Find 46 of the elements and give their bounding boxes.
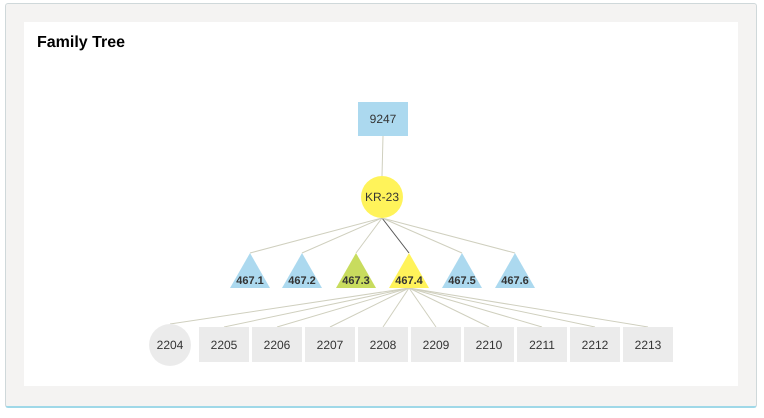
node-label: 2205 xyxy=(210,338,238,352)
node-label: 2206 xyxy=(264,338,290,352)
connector-line xyxy=(356,218,382,254)
node-label: 2213 xyxy=(634,338,662,352)
node-label: 2209 xyxy=(422,338,450,352)
node-label: 467.6 xyxy=(501,275,529,287)
connector-line xyxy=(330,288,410,328)
connector-line xyxy=(408,288,490,328)
node-box xyxy=(305,327,355,362)
connector-line xyxy=(382,136,384,176)
node-triangle xyxy=(495,253,535,288)
node-label: 2204 xyxy=(156,338,184,352)
node-label: 2208 xyxy=(370,338,396,352)
node-box xyxy=(570,327,620,362)
node-box xyxy=(623,327,673,362)
node-triangle xyxy=(442,253,482,288)
node-label: 2210 xyxy=(476,338,502,352)
connector-line xyxy=(382,288,410,328)
node-box xyxy=(252,327,302,362)
node-triangle xyxy=(336,253,376,288)
node-box xyxy=(517,327,567,362)
connector-line xyxy=(382,218,410,254)
connector-line xyxy=(408,288,436,328)
node-label: 9247 xyxy=(370,112,396,126)
node-label: 467.3 xyxy=(342,275,370,287)
node-label: 2211 xyxy=(529,338,555,352)
node-box xyxy=(464,327,514,362)
node-triangle xyxy=(389,253,429,288)
node-label: 2207 xyxy=(316,338,344,352)
node-label: 467.2 xyxy=(288,275,316,287)
node-label: 467.1 xyxy=(236,275,264,287)
connector-line xyxy=(382,218,516,254)
connector-line xyxy=(302,218,382,254)
title: Family Tree xyxy=(37,34,126,52)
node-triangle xyxy=(230,253,270,288)
node-box xyxy=(199,327,249,362)
node-label: KR-23 xyxy=(364,190,399,204)
node-label: 467.4 xyxy=(395,275,423,287)
connector-line xyxy=(382,218,462,254)
node-box xyxy=(358,327,408,362)
node-triangle xyxy=(282,253,322,288)
connector-line xyxy=(250,218,382,254)
node-box xyxy=(358,102,408,136)
node-label: 2212 xyxy=(582,338,608,352)
node-box xyxy=(411,327,461,362)
node-label: 467.5 xyxy=(448,275,476,287)
